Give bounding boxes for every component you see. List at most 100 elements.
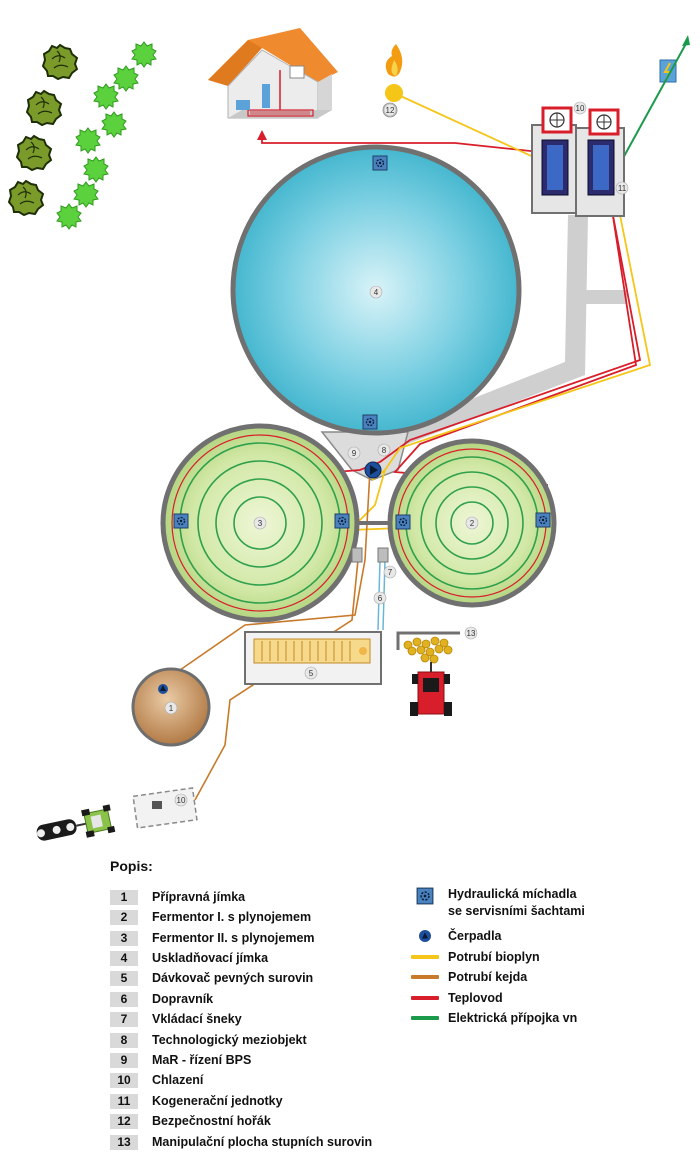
legend-item-label: Uskladňovací jímka bbox=[152, 951, 269, 965]
legend-item-number: 13 bbox=[110, 1134, 138, 1150]
marker-12: 12 bbox=[383, 103, 397, 117]
marker-1: 1 bbox=[164, 701, 178, 715]
heat-line-swatch bbox=[408, 996, 442, 1000]
legend-item: 6 Dopravník bbox=[110, 990, 213, 1008]
marker-10a-text: 10 bbox=[576, 104, 585, 113]
marker-6-text: 6 bbox=[378, 594, 383, 603]
legend-item-label: MaR - řízení BPS bbox=[152, 1053, 252, 1067]
legend-biogas-label: Potrubí bioplyn bbox=[448, 950, 540, 964]
legend-item: 4 Uskladňovací jímka bbox=[110, 949, 268, 967]
diagram-number-markers: 1 2 3 4 5 6 7 8 9 10 10 11 12 13 bbox=[164, 101, 629, 807]
mixer-icon bbox=[395, 514, 411, 530]
legend-item-label: Bezpečnostní hořák bbox=[152, 1114, 271, 1128]
legend-item-label: Fermentor I. s plynojemem bbox=[152, 910, 312, 924]
legend-title: Popis: bbox=[110, 858, 153, 874]
legend-heat: Teplovod bbox=[408, 991, 503, 1005]
legend-item-number: 6 bbox=[110, 991, 138, 1007]
marker-5-text: 5 bbox=[309, 669, 314, 678]
marker-7-text: 7 bbox=[388, 568, 393, 577]
marker-11-text: 11 bbox=[618, 184, 627, 193]
legend-pumps-label: Čerpadla bbox=[448, 929, 502, 943]
legend-item-number: 10 bbox=[110, 1072, 138, 1088]
marker-6: 6 bbox=[373, 591, 387, 605]
legend-electric-label: Elektrická přípojka vn bbox=[448, 1011, 578, 1025]
marker-10b-text: 10 bbox=[177, 796, 186, 805]
marker-3: 3 bbox=[253, 516, 267, 530]
electric-line-swatch bbox=[408, 1016, 442, 1020]
marker-9-text: 9 bbox=[352, 449, 357, 458]
legend-pumps: Čerpadla bbox=[408, 929, 502, 943]
legend-item-number: 8 bbox=[110, 1032, 138, 1048]
trees-group bbox=[8, 41, 157, 230]
slurry-pipes bbox=[179, 469, 371, 801]
marker-8-text: 8 bbox=[382, 446, 387, 455]
marker-8: 8 bbox=[377, 443, 391, 457]
legend-item-label: Vkládací šneky bbox=[152, 1012, 242, 1026]
legend-item-number: 3 bbox=[110, 930, 138, 946]
marker-2: 2 bbox=[465, 516, 479, 530]
legend-item-label: Přípravná jímka bbox=[152, 890, 246, 904]
marker-1-text: 1 bbox=[169, 704, 174, 713]
marker-4: 4 bbox=[369, 285, 383, 299]
legend-mixer-label-line1: Hydraulická míchadla bbox=[448, 887, 577, 901]
legend-item: 8 Technologický meziobjekt bbox=[110, 1031, 307, 1049]
legend-item-label: Dopravník bbox=[152, 992, 214, 1006]
solid-feed-dispenser-5 bbox=[244, 631, 382, 685]
marker-3-text: 3 bbox=[258, 519, 263, 528]
legend-item: 11 Kogenerační jednotky bbox=[110, 1092, 283, 1110]
legend-item: 13 Manipulační plocha stupních surovin bbox=[110, 1133, 372, 1151]
marker-13-text: 13 bbox=[467, 629, 476, 638]
legend-biogas: Potrubí bioplyn bbox=[408, 950, 540, 964]
pump-icon bbox=[364, 461, 382, 479]
house-icon bbox=[208, 28, 338, 119]
legend-item: 5 Dávkovač pevných surovin bbox=[110, 969, 313, 987]
marker-11: 11 bbox=[615, 181, 629, 195]
marker-12-text: 12 bbox=[386, 106, 395, 115]
marker-10a: 10 bbox=[573, 101, 587, 115]
electric-connection-icon bbox=[621, 35, 690, 161]
legend-item-label: Chlazení bbox=[152, 1073, 204, 1087]
legend-item-label: Kogenerační jednotky bbox=[152, 1094, 283, 1108]
mixer-icon bbox=[408, 887, 442, 905]
legend-item-number: 5 bbox=[110, 970, 138, 986]
legend-item-number: 2 bbox=[110, 909, 138, 925]
legend-mixer-label-line2: se servisními šachtami bbox=[448, 904, 585, 918]
mixer-icon bbox=[372, 155, 388, 171]
legend-item: 3 Fermentor II. s plynojemem bbox=[110, 929, 315, 947]
feeding-screws bbox=[351, 547, 389, 563]
legend-item-label: Manipulační plocha stupních surovin bbox=[152, 1135, 373, 1149]
legend-slurry-label: Potrubí kejda bbox=[448, 970, 528, 984]
slurry-line-swatch bbox=[408, 975, 442, 979]
legend-item-label: Dávkovač pevných surovin bbox=[152, 971, 314, 985]
marker-4-text: 4 bbox=[374, 288, 379, 297]
manipulation-area-13 bbox=[396, 631, 460, 716]
legend-item-number: 4 bbox=[110, 950, 138, 966]
mixer-icon bbox=[535, 512, 551, 528]
legend-slurry: Potrubí kejda bbox=[408, 970, 527, 984]
legend-electric: Elektrická přípojka vn bbox=[408, 1011, 577, 1025]
legend-item: 2 Fermentor I. s plynojemem bbox=[110, 908, 311, 926]
marker-10b: 10 bbox=[174, 793, 188, 807]
legend-item-label: Fermentor II. s plynojemem bbox=[152, 931, 315, 945]
legend-item: 10 Chlazení bbox=[110, 1071, 203, 1089]
marker-5: 5 bbox=[304, 666, 318, 680]
mixer-icon bbox=[362, 414, 378, 430]
marker-13: 13 bbox=[464, 626, 478, 640]
legend-item-number: 7 bbox=[110, 1011, 138, 1027]
legend-item-label: Technologický meziobjekt bbox=[152, 1033, 307, 1047]
legend-heat-label: Teplovod bbox=[448, 991, 503, 1005]
tractor-tanker-icon bbox=[36, 804, 116, 841]
biogas-line-swatch bbox=[408, 955, 442, 959]
legend-item: 12 Bezpečnostní hořák bbox=[110, 1112, 271, 1130]
legend-item-number: 12 bbox=[110, 1113, 138, 1129]
mixer-icon bbox=[173, 513, 189, 529]
pump-icon bbox=[158, 684, 168, 694]
marker-9: 9 bbox=[347, 446, 361, 460]
biogas-plant-diagram: 1 2 3 4 5 6 7 8 9 10 10 11 12 13 bbox=[8, 28, 690, 841]
mixer-icon bbox=[334, 513, 350, 529]
marker-7: 7 bbox=[383, 565, 397, 579]
legend-item-number: 11 bbox=[110, 1093, 138, 1109]
chp-units bbox=[531, 106, 625, 217]
